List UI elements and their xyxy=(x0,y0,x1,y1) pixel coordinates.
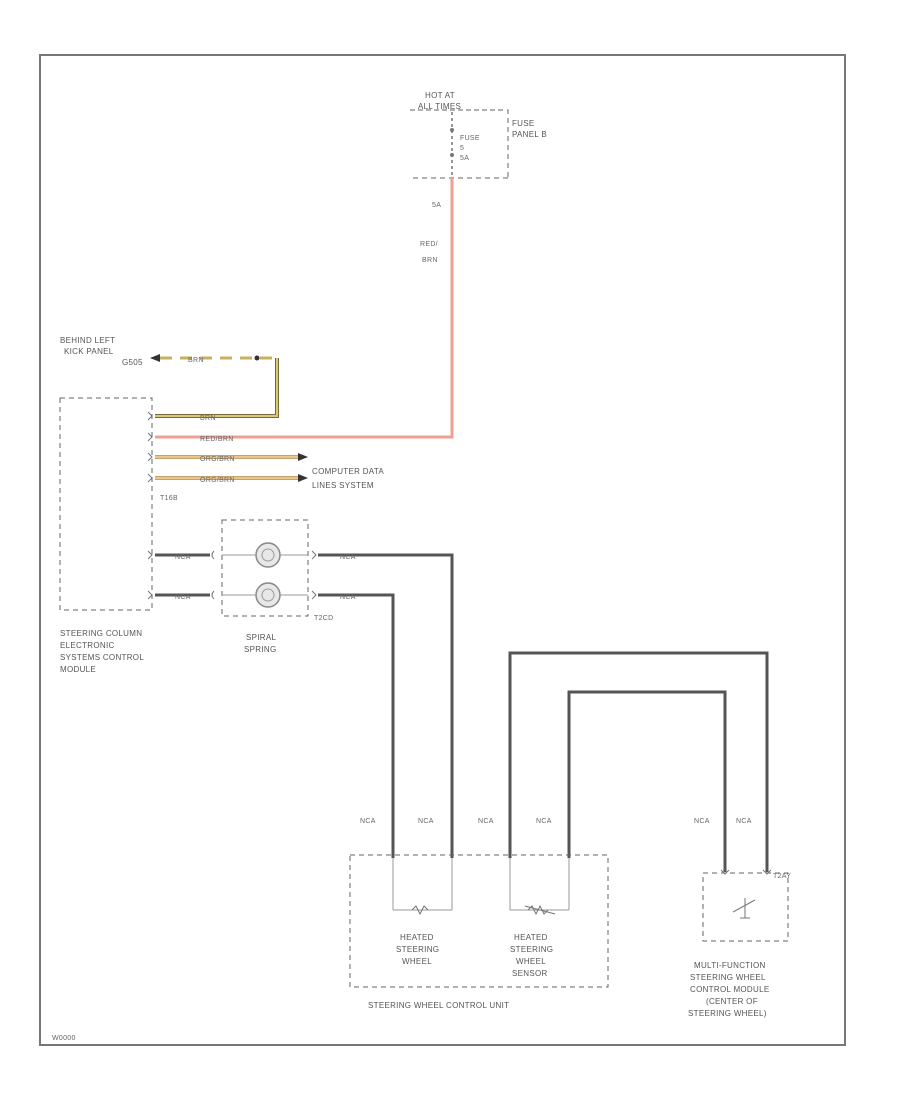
ground-label-line1: BEHIND LEFT xyxy=(60,336,115,345)
wire-red-brn xyxy=(155,178,454,439)
wire-nca-3 xyxy=(318,553,454,858)
mfm-label-line1: MULTI-FUNCTION xyxy=(694,961,766,970)
wire-ground-brn-outer xyxy=(155,358,279,418)
t2cd-pins xyxy=(311,550,317,600)
wire-label-nca-10: NCA xyxy=(736,818,752,825)
heated-wheel-sensor-label-line2: STEERING xyxy=(510,945,553,954)
fuse-label-line2: 5 xyxy=(460,145,464,152)
fuse-label-line3: 5A xyxy=(460,155,469,162)
connector-t2cd-label: T2CD xyxy=(314,615,333,622)
mfm-label-line5: STEERING WHEEL) xyxy=(688,1009,767,1018)
scm-nca-pins xyxy=(147,550,215,600)
heated-wheel-sensor-label-line1: HEATED xyxy=(514,933,548,942)
wire-nca-7 xyxy=(508,651,769,872)
mfm-label-line2: STEERING WHEEL xyxy=(690,973,766,982)
mfm-label-line3: CONTROL MODULE xyxy=(690,985,769,994)
ground-arrow-icon xyxy=(150,354,160,362)
fuse-pin-top xyxy=(450,128,454,132)
data-lines-label-line1: COMPUTER DATA xyxy=(312,467,384,476)
t16b-pins xyxy=(147,411,153,483)
heated-wheel-label-line2: STEERING xyxy=(396,945,439,954)
wire-label-org-brn-2: ORG/BRN xyxy=(200,477,235,484)
wire-label-nca-2: NCA xyxy=(175,594,191,601)
control-unit-label: STEERING WHEEL CONTROL UNIT xyxy=(368,1001,509,1010)
connector-t16b-label: T16B xyxy=(160,495,178,502)
multifunction-module-box xyxy=(702,872,789,942)
hot-at-label-line2: ALL TIMES xyxy=(418,102,461,111)
ground-label-line2: KICK PANEL xyxy=(64,347,114,356)
wire-nca-8 xyxy=(567,690,727,872)
heated-wheel-label-line3: WHEEL xyxy=(402,957,432,966)
wire-label-red-line2: BRN xyxy=(422,257,438,264)
fuse-label-line1: FUSE xyxy=(460,135,480,142)
fuse-pin-bottom xyxy=(450,153,454,157)
data-line-arrow-2-icon xyxy=(298,474,308,482)
heated-wheel-sensor-element xyxy=(509,858,570,916)
scm-label-line4: MODULE xyxy=(60,665,96,674)
steering-wheel-control-unit-box xyxy=(349,854,609,988)
ground-label-line3: G505 xyxy=(122,358,143,367)
ground-splice-dot xyxy=(254,355,260,361)
scm-label-line3: SYSTEMS CONTROL xyxy=(60,653,144,662)
spiral-spring-box xyxy=(221,519,309,617)
data-line-arrow-1-icon xyxy=(298,453,308,461)
wire-label-nca-1: NCA xyxy=(175,554,191,561)
t2ay-pins xyxy=(720,869,772,875)
wire-label-org-brn-1: ORG/BRN xyxy=(200,456,235,463)
diagram-border xyxy=(39,54,846,1046)
wire-label-ground-brn: BRN xyxy=(188,357,204,364)
scm-label-line1: STEERING COLUMN xyxy=(60,629,142,638)
wire-label-red-brn: RED/BRN xyxy=(200,436,234,443)
heater-resistor-icon xyxy=(411,905,429,916)
wire-label-nca-8: NCA xyxy=(536,818,552,825)
heated-wheel-sensor-label-line3: WHEEL xyxy=(516,957,546,966)
connector-t2ay-label: T2AY xyxy=(773,873,791,880)
heated-wheel-element xyxy=(392,858,453,916)
sensor-thermistor-icon xyxy=(524,904,556,916)
diagram-code: W0000 xyxy=(52,1035,76,1042)
wire-label-nca-5: NCA xyxy=(360,818,376,825)
wire-label-nca-9: NCA xyxy=(694,818,710,825)
spiral-spring-label-line2: SPRING xyxy=(244,645,276,654)
wire-label-red-line1: RED/ xyxy=(420,241,438,248)
steering-column-module-box xyxy=(59,397,153,611)
switch-icon xyxy=(732,898,756,919)
data-lines-label-line2: LINES SYSTEM xyxy=(312,481,374,490)
fuse-panel-label-line2: PANEL B xyxy=(512,130,547,139)
fuse-pin-label: 5A xyxy=(432,202,441,209)
hot-at-label-line1: HOT AT xyxy=(425,91,455,100)
spiral-spring-icon xyxy=(222,542,308,608)
wire-label-nca-3: NCA xyxy=(340,554,356,561)
wire-label-nca-7: NCA xyxy=(478,818,494,825)
wire-label-nca-4: NCA xyxy=(340,594,356,601)
fuse-panel-label-line1: FUSE xyxy=(512,119,535,128)
spiral-spring-label-line1: SPIRAL xyxy=(246,633,277,642)
fuse-panel: HOT AT ALL TIMES FUSE 5 5A FUSE PANEL B … xyxy=(410,91,547,209)
mfm-label-line4: (CENTER OF xyxy=(706,997,758,1006)
scm-label-line2: ELECTRONIC xyxy=(60,641,115,650)
heated-wheel-sensor-label-line4: SENSOR xyxy=(512,969,548,978)
wire-ground-brn-inner xyxy=(155,358,278,417)
wire-label-nca-6: NCA xyxy=(418,818,434,825)
wire-nca-4 xyxy=(318,593,395,858)
heated-wheel-label-line1: HEATED xyxy=(400,933,434,942)
fuse-panel-outline xyxy=(410,109,509,179)
wire-label-brn: BRN xyxy=(200,415,216,422)
